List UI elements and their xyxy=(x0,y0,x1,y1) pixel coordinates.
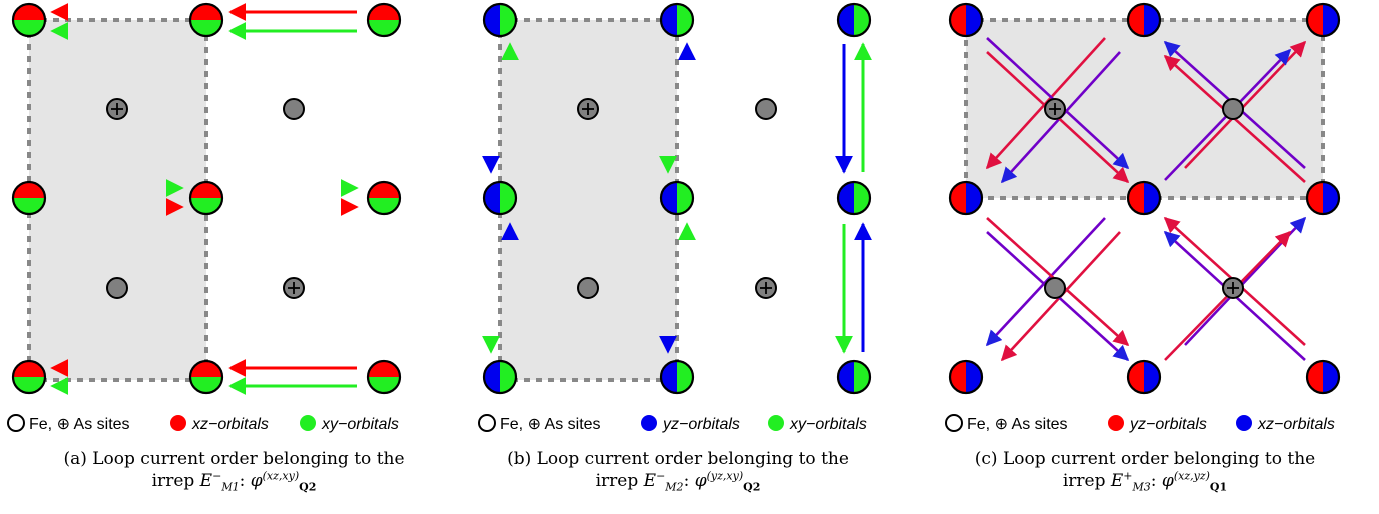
caption-a-line2: irrep E−M1: φ(xz,xy)Q2 xyxy=(151,469,317,494)
legend-orbital-a1: xz−orbitals xyxy=(191,416,269,433)
fe-legend-marker xyxy=(945,414,963,432)
legend-sites-b: Fe, ⊕ As sites xyxy=(500,416,601,433)
legend-sites-c: Fe, ⊕ As sites xyxy=(967,416,1068,433)
current-arrows-b xyxy=(482,42,872,354)
legend-swatch-b2 xyxy=(768,415,784,431)
fe-legend-marker xyxy=(478,414,496,432)
legend-sites-a: Fe, ⊕ As sites xyxy=(29,416,130,433)
caption-b-line2: irrep E−M2: φ(yz,xy)Q2 xyxy=(595,469,761,494)
fe-legend-marker xyxy=(7,414,25,432)
caption-b-line1: (b) Loop current order belonging to the xyxy=(507,449,849,469)
legend-swatch-c2 xyxy=(1236,415,1252,431)
panel-a: Fe, ⊕ As sites xz−orbitals xy−orbitals xyxy=(7,3,400,433)
legend-orbital-c2: xz−orbitals xyxy=(1257,416,1335,433)
legend-swatch-b1 xyxy=(641,415,657,431)
legend-orbital-c1: yz−orbitals xyxy=(1129,416,1207,433)
caption-c: (c) Loop current order belonging to the … xyxy=(935,448,1355,492)
legend-a: Fe, ⊕ As sites xz−orbitals xy−orbitals xyxy=(7,414,399,433)
unit-cell-b xyxy=(498,18,679,382)
panel-b: Fe, ⊕ As sites yz−orbitals xy−orbitals xyxy=(478,4,872,433)
caption-a-line1: (a) Loop current order belonging to the xyxy=(63,449,405,469)
legend-c: Fe, ⊕ As sites yz−orbitals xz−orbitals xyxy=(945,414,1335,433)
unit-cell-a xyxy=(27,18,208,382)
legend-swatch-a2 xyxy=(300,415,316,431)
legend-orbital-b2: xy−orbitals xyxy=(789,416,867,433)
caption-a: (a) Loop current order belonging to the … xyxy=(24,448,444,492)
caption-b: (b) Loop current order belonging to the … xyxy=(468,448,888,492)
unit-cell-c xyxy=(964,18,1325,200)
current-arrows-a xyxy=(50,3,359,395)
caption-c-line1: (c) Loop current order belonging to the xyxy=(974,449,1316,469)
legend-b: Fe, ⊕ As sites yz−orbitals xy−orbitals xyxy=(478,414,867,433)
caption-c-line2: irrep E+M3: φ(xz,yz)Q1 xyxy=(1062,469,1228,494)
legend-swatch-a1 xyxy=(170,415,186,431)
legend-orbital-a2: xy−orbitals xyxy=(321,416,399,433)
panel-c: Fe, ⊕ As sites yz−orbitals xz−orbitals xyxy=(945,4,1339,433)
legend-swatch-c1 xyxy=(1108,415,1124,431)
legend-orbital-b1: yz−orbitals xyxy=(662,416,740,433)
